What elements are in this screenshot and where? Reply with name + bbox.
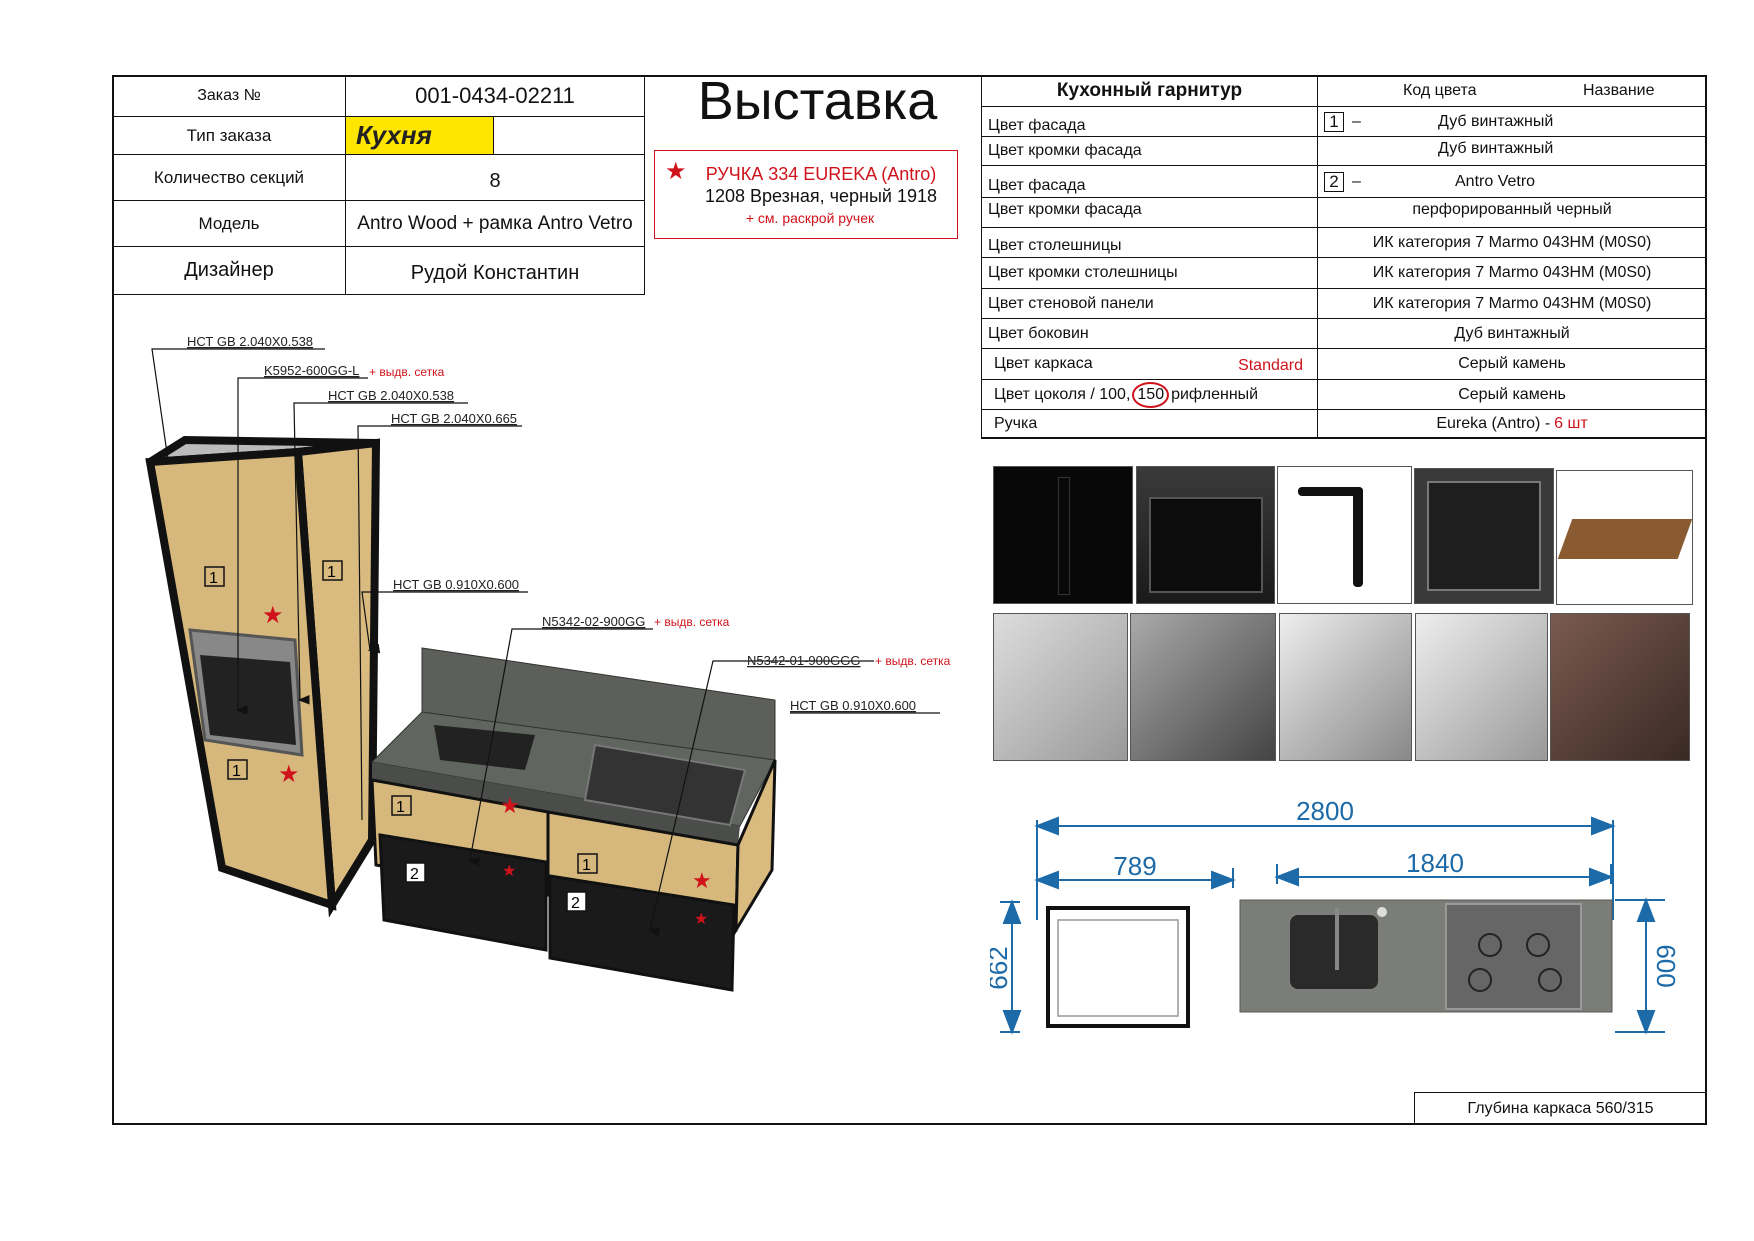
color-code-label: 1 [327, 564, 336, 581]
spec-value: Дуб винтажный [1438, 112, 1554, 130]
dimension-base-depth: 600 [1651, 944, 1681, 987]
color-name-header: Название [1583, 82, 1655, 99]
label-drawer-basket-2: N5342-01-900GGG [747, 653, 860, 668]
spec-value: Дуб винтажный [1317, 318, 1707, 349]
spec-label: Цвет кромки фасада [981, 197, 1318, 228]
spec-value: Antro Vetro [1455, 172, 1536, 190]
star-icon: ★ [665, 158, 687, 185]
frame-standard-note: Standard [1238, 357, 1303, 374]
color-code-label: 1 [232, 763, 241, 780]
color-code-badge: 2 [1324, 171, 1344, 192]
photo-faucet [1277, 466, 1412, 604]
dimension-base-width: 1840 [1406, 848, 1464, 878]
handle-star-icon: ★ [278, 761, 300, 788]
label-panel-4: НСТ GB 0.910X0.600 [393, 577, 519, 592]
handle-star-icon: ★ [692, 868, 712, 893]
designer-value: Рудой Константин [345, 246, 645, 295]
dimension-plan: 2800 789 1840 662 600 [990, 796, 1681, 1035]
handle-name: Eureka (Antro) - [1436, 414, 1551, 432]
spec-label: Цвет каркаса [994, 355, 1093, 372]
label-panel-1: НСТ GB 2.040X0.538 [187, 334, 313, 349]
page-title: Выставка [697, 71, 938, 131]
label-drawer-basket-1: N5342-02-900GG [542, 614, 645, 629]
handle-note-title: РУЧКА 334 EUREKA (Antro) [705, 164, 937, 184]
label-tall-basket: K5952-600GG-L [264, 363, 359, 378]
spec-value-row: 2 – Antro Vetro [1317, 165, 1707, 198]
label-panel-3: НСТ GB 2.040X0.665 [391, 411, 517, 426]
photo-side-pullout [1415, 613, 1548, 761]
photo-carousel-basket [1279, 613, 1412, 761]
dimension-total-width: 2800 [1296, 796, 1354, 826]
handle-star-icon: ★ [502, 863, 516, 880]
base-cabinet: 1 1 2 2 ★ ★ ★ ★ [370, 647, 777, 992]
spec-value-row: 1 – Дуб винтажный [1317, 106, 1707, 137]
photo-pullout-basket-1 [993, 613, 1128, 761]
handle-quantity: 6 шт [1554, 414, 1588, 432]
plinth-height-circled: 150 [1132, 381, 1170, 408]
spec-label: Цвет столешницы [981, 227, 1318, 258]
spec-header-columns: Код цвета Название [1317, 75, 1707, 107]
spec-label-row: Цвет каркаса Standard [981, 348, 1318, 380]
spec-value: Дуб винтажный [1317, 136, 1707, 166]
label-panel-5: НСТ GB 0.910X0.600 [790, 698, 916, 713]
handle-star-icon: ★ [694, 911, 708, 928]
spec-value: ИК категория 7 Marmo 043HM (M0S0) [1317, 288, 1707, 319]
handle-note-detail: 1208 Врезная, черный 1918 [704, 186, 937, 206]
photo-wire-shelf [1550, 613, 1690, 761]
tall-cabinet-plan [1046, 906, 1190, 1028]
frame-depth-note: Глубина каркаса 560/315 [1414, 1092, 1707, 1125]
spec-label: Цвет кромки фасада [981, 136, 1318, 166]
label-panel-2: НСТ GB 2.040X0.538 [328, 388, 454, 403]
label-drawer-basket-1-note: + выдв. сетка [654, 615, 730, 629]
spec-label: Цвет кромки столешницы [981, 257, 1318, 289]
handle-star-icon: ★ [262, 602, 284, 629]
label-drawer-basket-2-note: + выдв. сетка [875, 654, 951, 668]
color-code-badge: 1 [1324, 111, 1344, 132]
spec-value: перфорированный черный [1317, 197, 1707, 228]
spec-label: Цвет боковин [981, 318, 1318, 349]
handle-star-icon: ★ [500, 793, 520, 818]
color-code-label: 2 [571, 895, 580, 912]
spec-value: ИК категория 7 Marmo 043HM (M0S0) [1317, 257, 1707, 289]
spec-value-row: Eureka (Antro) - 6 шт [1317, 409, 1707, 439]
photo-cutlery-tray [1556, 470, 1693, 605]
label-tall-basket-note: + выдв. сетка [369, 365, 445, 379]
dimension-tall-width: 789 [1113, 851, 1156, 881]
photo-sink [1414, 468, 1554, 604]
color-code-label: 1 [396, 799, 405, 816]
handle-note-link: + см. раскрой ручек [745, 210, 875, 226]
order-type-value: Кухня [346, 117, 494, 154]
color-code-label: 1 [582, 857, 591, 874]
color-code-header: Код цвета [1403, 82, 1477, 99]
dimension-tall-depth: 662 [990, 946, 1013, 989]
photo-oven [1136, 466, 1275, 604]
spec-label-row: Цвет цоколя / 100, 150 рифленный [981, 379, 1318, 410]
dash: – [1352, 172, 1361, 190]
kitchen-3d-drawing: 1 1 1 ★ ★ 1 1 2 2 ★ ★ ★ ★ [145, 334, 951, 992]
color-code-label: 2 [410, 866, 419, 883]
spec-header-title: Кухонный гарнитур [981, 75, 1318, 107]
dash: – [1352, 112, 1361, 130]
handle-note-box: ★ РУЧКА 334 EUREKA (Antro) 1208 Врезная,… [654, 150, 958, 239]
plinth-label: Цвет цоколя / 100, [994, 385, 1131, 403]
photo-induction-hob [993, 466, 1133, 604]
sheet-frame [112, 75, 1707, 1125]
spec-label: Цвет стеновой панели [981, 288, 1318, 319]
spec-label: Цвет фасада [981, 106, 1318, 137]
spec-value: Серый камень [1317, 379, 1707, 410]
spec-value: Серый камень [1317, 348, 1707, 380]
spec-label: Ручка [981, 409, 1318, 439]
spec-value: ИК категория 7 Marmo 043HM (M0S0) [1317, 227, 1707, 258]
plinth-type: рифленный [1171, 385, 1259, 403]
color-code-label: 1 [209, 570, 218, 587]
photo-pullout-basket-2 [1130, 613, 1276, 761]
countertop-plan [1239, 899, 1613, 1013]
tall-cabinet: 1 1 1 ★ ★ [145, 435, 381, 918]
spec-label: Цвет фасада [981, 165, 1318, 198]
